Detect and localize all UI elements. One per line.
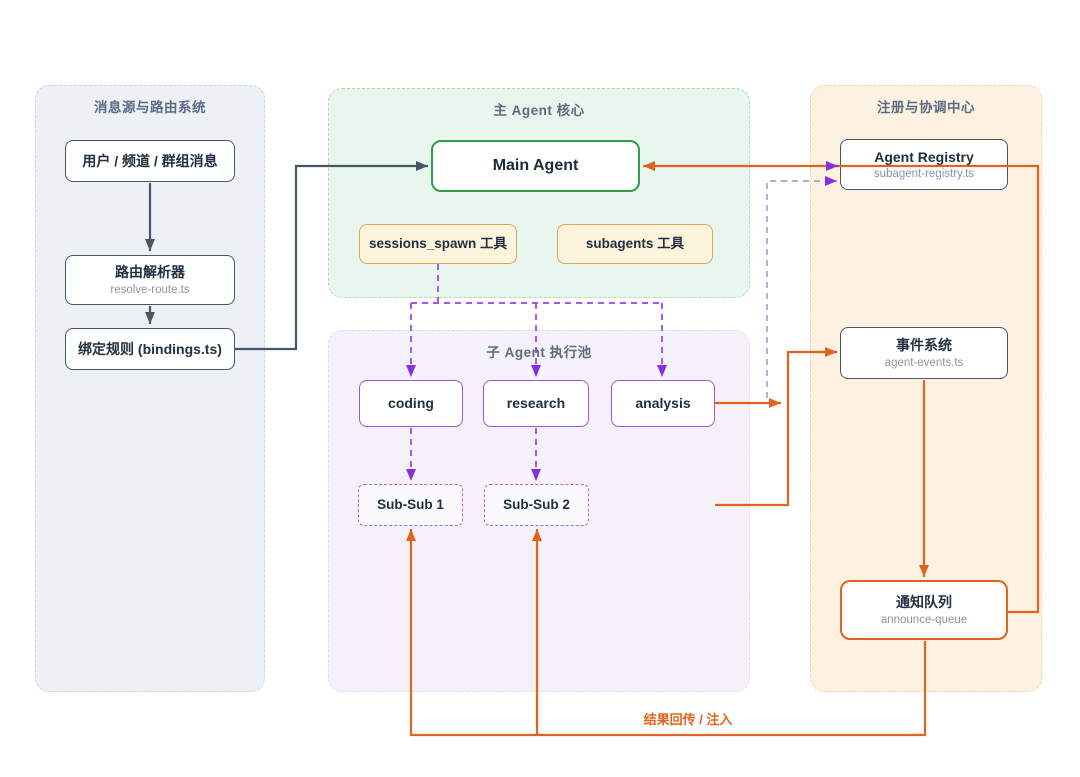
node-subagents-tool: subagents 工具 (557, 224, 713, 264)
node-analysis-agent: analysis (611, 380, 715, 427)
node-sub-sub-2-label: Sub-Sub 2 (503, 496, 570, 512)
node-agent-registry-sublabel: subagent-registry.ts (873, 168, 975, 181)
node-event-system: 事件系统 agent-events.ts (840, 327, 1008, 379)
node-message-source-label: 用户 / 频道 / 群组消息 (82, 152, 218, 169)
node-route-resolver-label: 路由解析器 (115, 264, 185, 281)
node-binding-rules-label: 绑定规则 (bindings.ts) (78, 340, 222, 357)
node-sessions-spawn-tool: sessions_spawn 工具 (359, 224, 517, 264)
panel-main-core-title: 主 Agent 核心 (493, 103, 585, 118)
node-event-system-label: 事件系统 (896, 337, 952, 354)
node-sub-sub-1: Sub-Sub 1 (358, 484, 463, 526)
node-sessions-spawn-tool-label: sessions_spawn 工具 (368, 235, 508, 251)
node-research-agent-label: research (506, 395, 566, 412)
node-sub-sub-1-label: Sub-Sub 1 (377, 496, 444, 512)
panel-subagent-pool-title: 子 Agent 执行池 (486, 345, 592, 360)
node-main-agent: Main Agent (431, 140, 640, 192)
node-event-system-sublabel: agent-events.ts (884, 356, 964, 369)
node-analysis-agent-label: analysis (635, 395, 691, 412)
node-coding-agent: coding (359, 380, 463, 427)
node-notify-queue-sublabel: announce-queue (880, 613, 968, 626)
node-subagents-tool-label: subagents 工具 (585, 235, 685, 251)
node-agent-registry-label: Agent Registry (874, 148, 974, 165)
node-sub-sub-2: Sub-Sub 2 (484, 484, 589, 526)
node-binding-rules: 绑定规则 (bindings.ts) (65, 328, 235, 370)
panel-routing-title: 消息源与路由系统 (94, 100, 206, 115)
node-message-source: 用户 / 频道 / 群组消息 (65, 140, 235, 182)
node-route-resolver: 路由解析器 resolve-route.ts (65, 255, 235, 305)
node-route-resolver-sublabel: resolve-route.ts (110, 283, 190, 296)
node-research-agent: research (483, 380, 589, 427)
node-notify-queue-label: 通知队列 (896, 594, 952, 611)
node-main-agent-label: Main Agent (492, 157, 579, 175)
panel-coordination-title: 注册与协调中心 (877, 100, 975, 115)
node-notify-queue: 通知队列 announce-queue (840, 580, 1008, 640)
node-agent-registry: Agent Registry subagent-registry.ts (840, 139, 1008, 190)
edge-label-result-return: 结果回传 / 注入 (643, 712, 733, 727)
node-coding-agent-label: coding (388, 395, 434, 412)
